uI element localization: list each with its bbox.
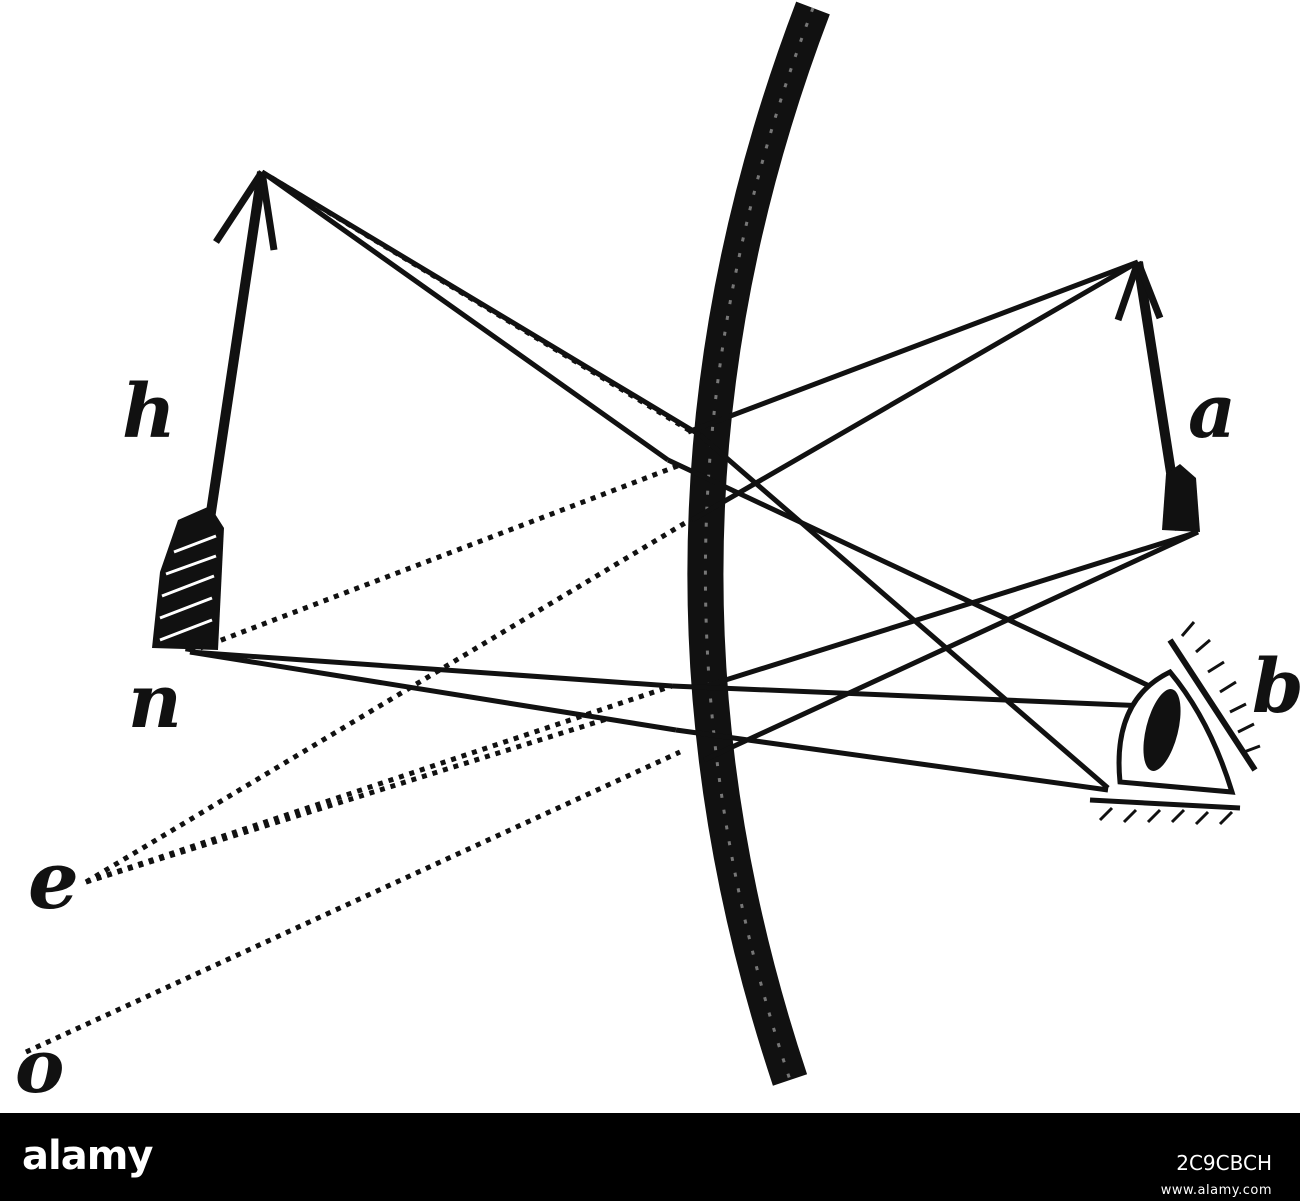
mirror — [687, 1, 830, 1086]
image-arrow-a — [1114, 260, 1200, 532]
eye-icon — [1089, 621, 1261, 826]
footer-url: www.alamy.com — [1160, 1183, 1272, 1198]
alamy-logo: alamy — [22, 1133, 153, 1179]
label-a: a — [1188, 369, 1236, 455]
label-o: o — [15, 1024, 65, 1110]
label-b: b — [1252, 644, 1300, 730]
watermark-footer: alamy 2C9CBCH www.alamy.com — [0, 1113, 1300, 1201]
object-arrow-h — [152, 170, 278, 653]
dotted-rays — [24, 169, 694, 1055]
label-n: n — [128, 659, 182, 745]
curved-mirror-diagram — [24, 1, 1261, 1086]
mirror-hatch — [703, 7, 815, 1081]
label-h: h — [122, 369, 176, 455]
label-e: e — [28, 833, 79, 927]
image-id: 2C9CBCH — [1176, 1151, 1272, 1175]
